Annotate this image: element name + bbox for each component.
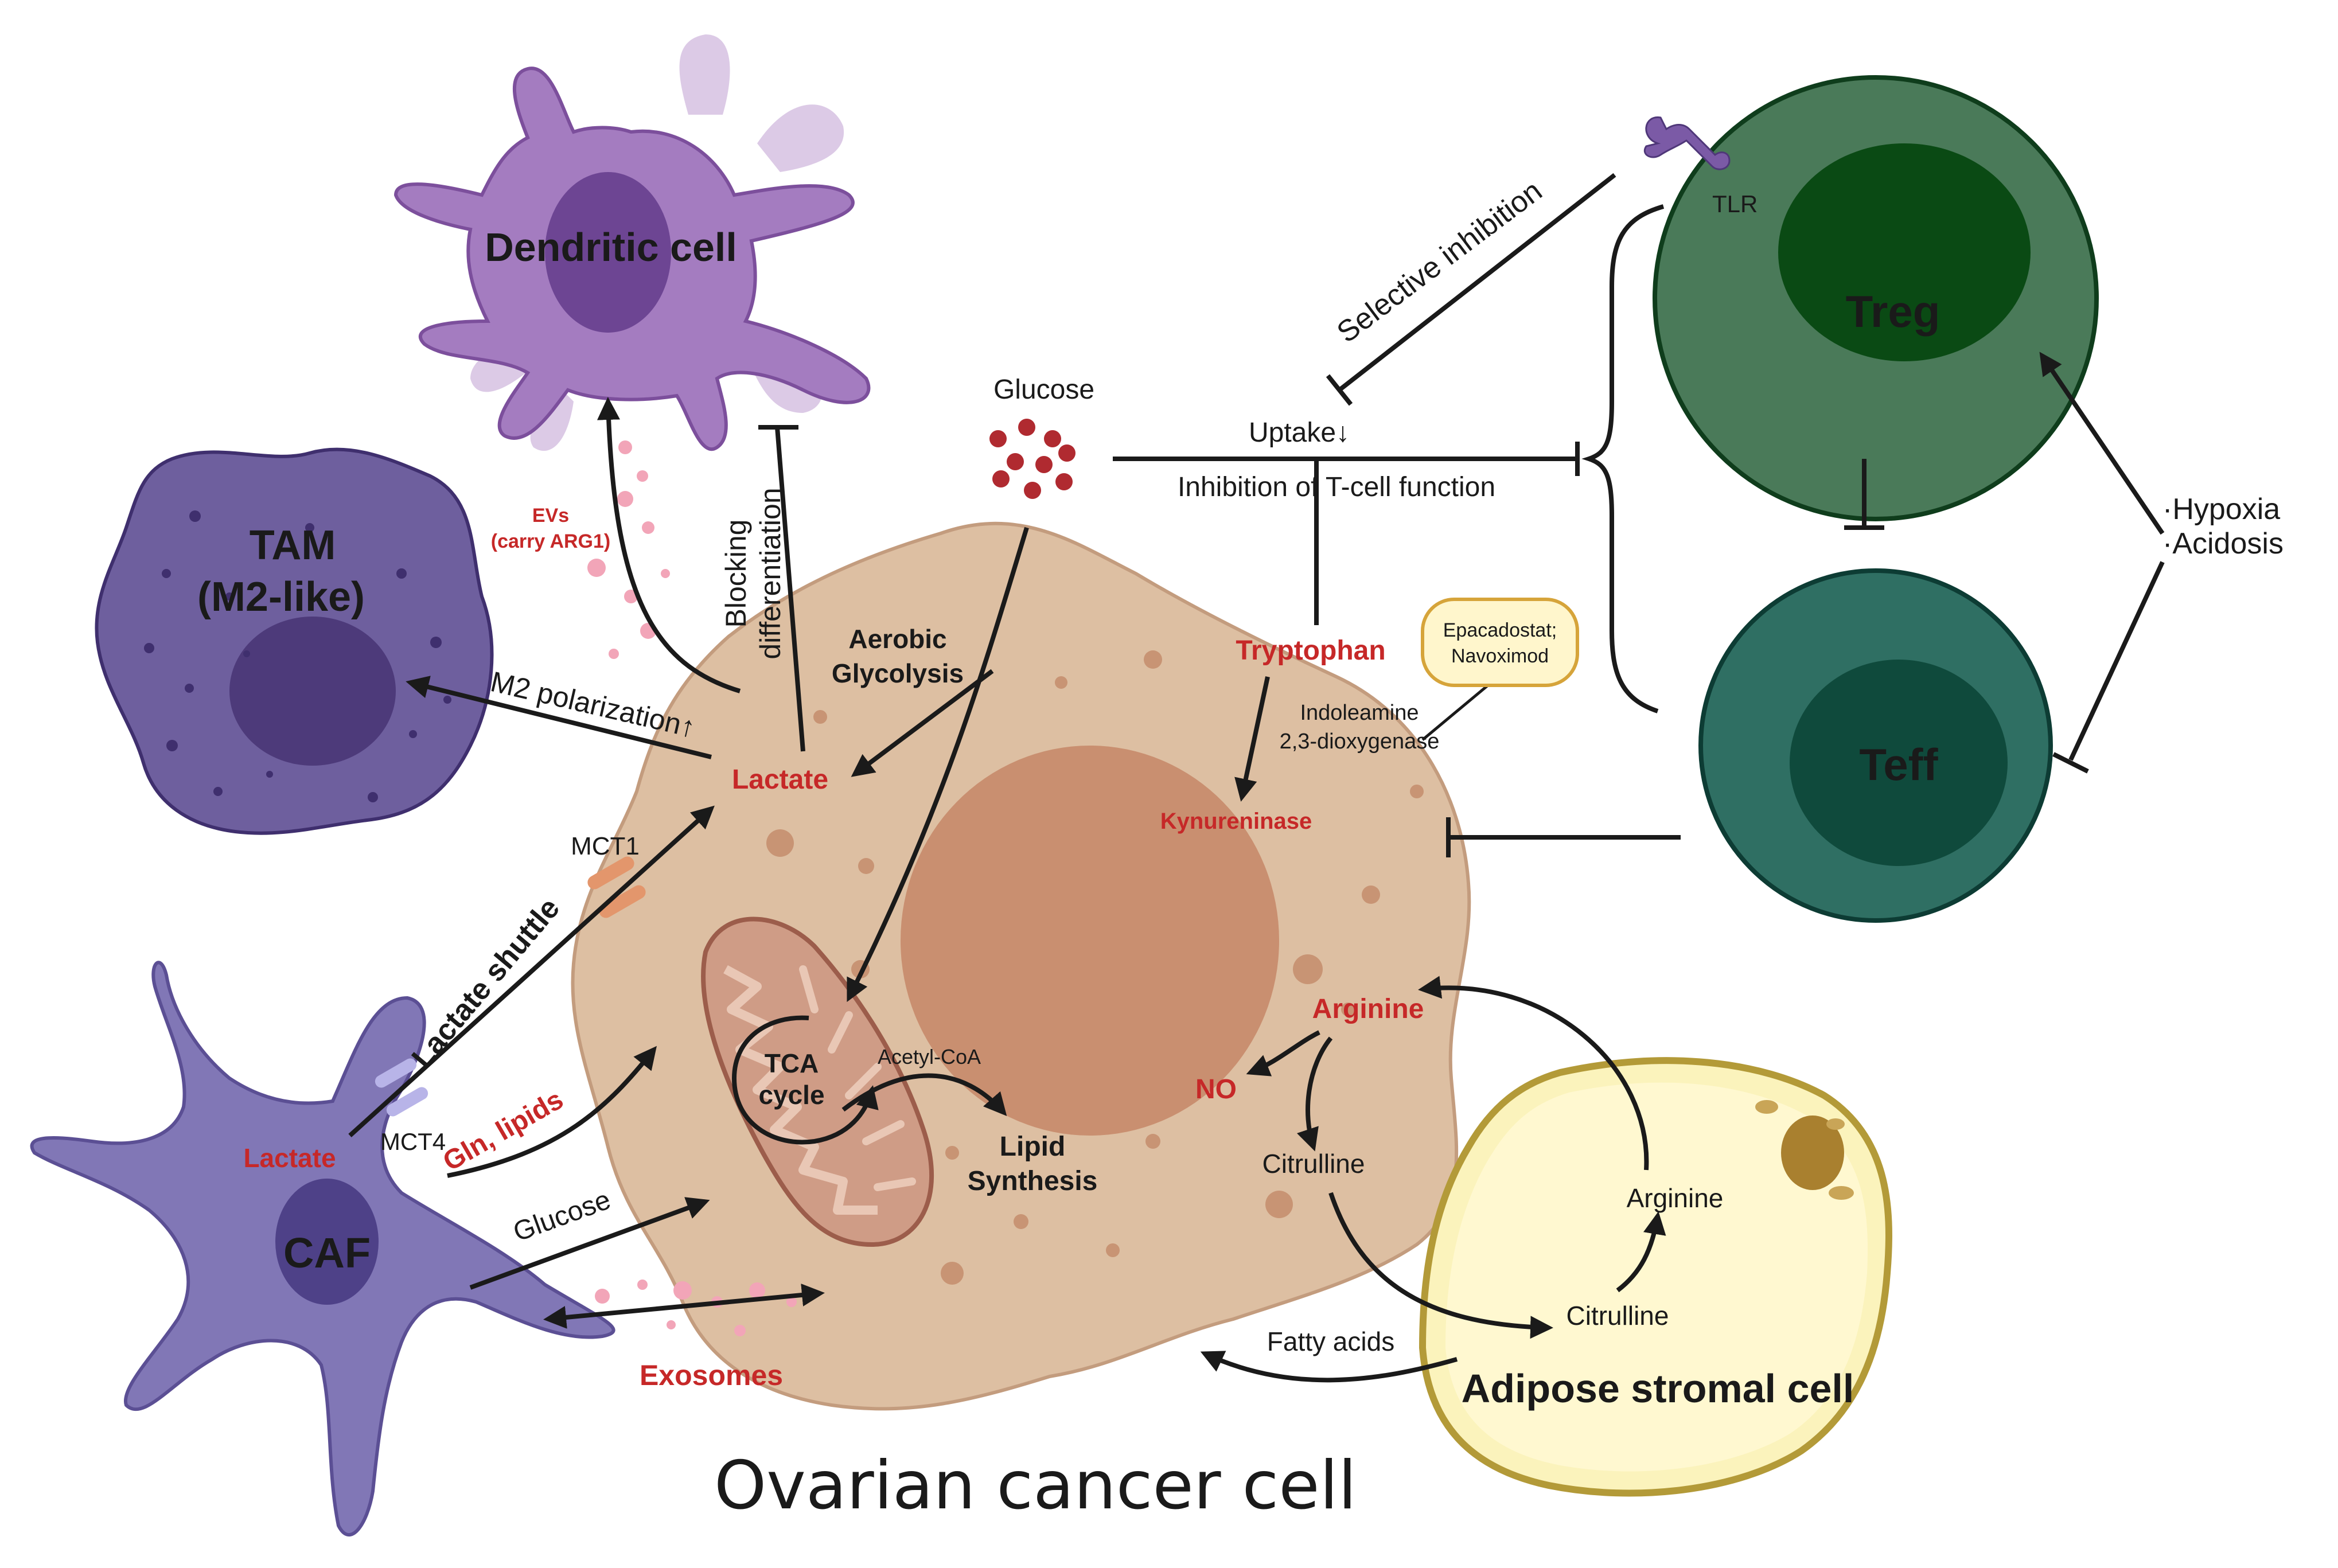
tam-cell: [95, 447, 494, 835]
caf-cell: [30, 961, 615, 1536]
ovarian-cancer-cell: [571, 521, 1471, 1411]
ev-particles: [587, 440, 670, 659]
uptake-label: Uptake↓: [1249, 418, 1350, 448]
treg-label: Treg: [1846, 286, 1940, 337]
arginine-cancer-label: Arginine: [1312, 994, 1424, 1024]
lipid-label-line2: Synthesis: [968, 1166, 1098, 1196]
dendritic-nucleus: [545, 172, 671, 333]
cancer-nucleus: [901, 746, 1279, 1136]
evs-label-line2: (carry ARG1): [491, 531, 610, 552]
adipose-stromal-cell: [1419, 1057, 1892, 1497]
aerobic-label-line1: Aerobic: [848, 624, 946, 654]
blocking-label-line1: Blocking: [720, 520, 752, 628]
acidosis-label: ·Acidosis: [2162, 527, 2284, 560]
teff-label: Teff: [1859, 739, 1938, 790]
tam-nucleus: [229, 617, 396, 766]
acetyl-coa-label: Acetyl-CoA: [878, 1045, 981, 1068]
drug-box: [1421, 598, 1579, 687]
glucose-molecules: [989, 419, 1076, 499]
inhibition-tcell-label: Inhibition of T-cell function: [1178, 472, 1495, 502]
mct1-label: MCT1: [571, 832, 640, 860]
no-label: NO: [1195, 1074, 1237, 1105]
drug-label-line2: Navoximod: [1451, 645, 1549, 667]
tlr-receptor-icon: [1644, 116, 1731, 170]
citrulline-adipose-label: Citrulline: [1567, 1301, 1669, 1331]
pathway-arrows: [348, 173, 2165, 1383]
tlr-label: TLR: [1712, 190, 1758, 217]
tca-label-line1: TCA: [765, 1048, 819, 1078]
citrulline-cancer-label: Citrulline: [1262, 1149, 1365, 1179]
tca-label-line2: cycle: [758, 1080, 824, 1110]
treg-nucleus: [1778, 143, 2031, 361]
tryptophan-label: Tryptophan: [1236, 635, 1385, 666]
blocking-label-line2: differentiation: [754, 487, 786, 659]
tam-label-line1: TAM: [250, 522, 336, 568]
fatty-acids-label: Fatty acids: [1267, 1327, 1394, 1356]
mct4-label: MCT4: [380, 1128, 446, 1155]
teff-cell: [1698, 568, 2053, 923]
ovarian-cancer-label: Ovarian cancer cell: [714, 1447, 1357, 1524]
mct4-transporter-icon: [375, 1058, 428, 1117]
lactate-cancer-label: Lactate: [732, 765, 828, 795]
kynureninase-label: Kynureninase: [1160, 809, 1312, 834]
dendritic-cell: [393, 34, 871, 451]
evs-label-line1: EVs: [532, 505, 569, 526]
exosomes-label: Exosomes: [640, 1359, 783, 1391]
dendritic-cell-label: Dendritic cell: [485, 225, 737, 270]
hypoxia-label: ·Hypoxia: [2162, 493, 2280, 526]
ido-label-line2: 2,3-dioxygenase: [1280, 730, 1440, 754]
adipose-nucleus: [1781, 1115, 1844, 1190]
ido-label-line1: Indoleamine: [1300, 701, 1419, 725]
aerobic-label-line2: Glycolysis: [832, 658, 964, 688]
teff-nucleus: [1790, 660, 2008, 866]
selective-inhibition-label: Selective inhibition: [1331, 174, 1548, 350]
m2-polarization-label: M2 polarization↑: [488, 665, 698, 743]
mct1-transporter-icon: [587, 856, 646, 918]
arginine-adipose-label: Arginine: [1627, 1183, 1724, 1213]
drug-label-line1: Epacadostat;: [1443, 619, 1557, 641]
glucose-label: Glucose: [993, 375, 1094, 405]
tam-label-line2: (M2-like): [197, 574, 365, 620]
lipid-label-line1: Lipid: [1000, 1132, 1066, 1162]
treg-cell: [1653, 75, 2099, 521]
caf-nucleus: [275, 1179, 379, 1305]
caf-label: CAF: [283, 1229, 371, 1277]
adipose-label: Adipose stromal cell: [1462, 1366, 1854, 1411]
lactate-caf-label: Lactate: [243, 1143, 336, 1173]
lactate-shuttle-label: Lactate shuttle: [406, 892, 566, 1074]
